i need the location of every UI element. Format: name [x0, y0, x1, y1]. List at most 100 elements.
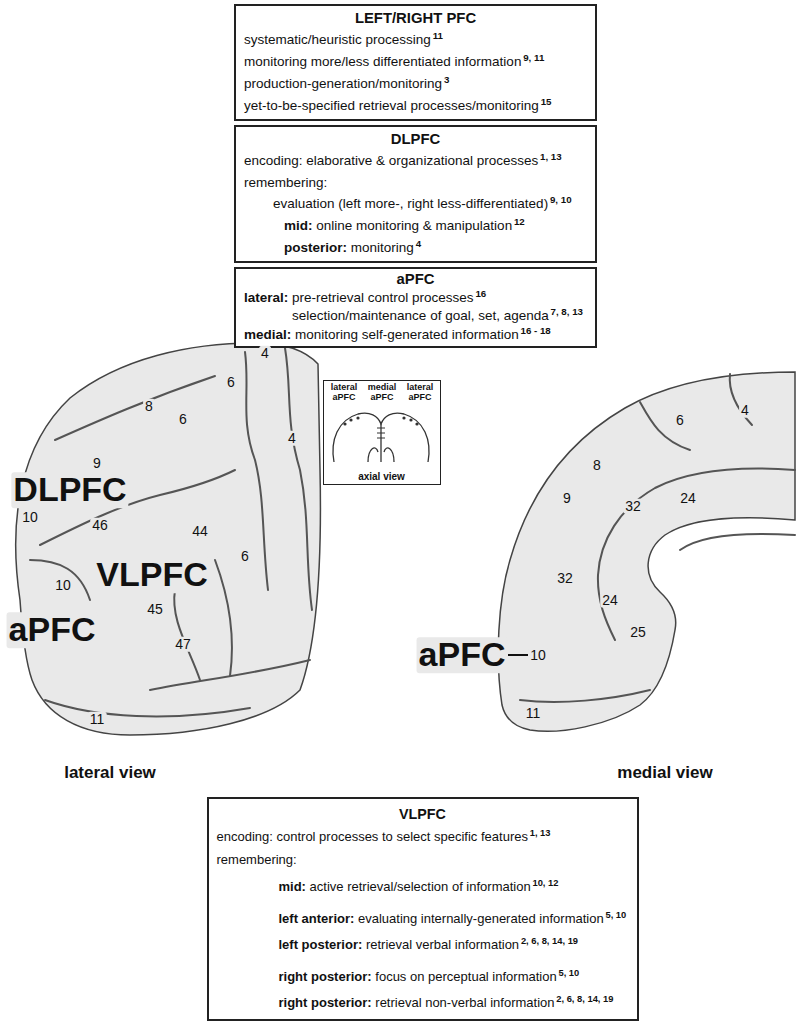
area-number: 6 — [674, 413, 686, 428]
region-label: posterior: — [284, 240, 347, 255]
region-label: mid: — [279, 879, 306, 894]
box-text: monitoring self-generated information — [295, 327, 519, 342]
area-number: 24 — [600, 593, 620, 608]
info-box: VLPFCencoding: control processes to sele… — [207, 797, 639, 1021]
axial-dot — [343, 422, 346, 425]
sulcus-line — [598, 469, 795, 640]
box-text: yet-to-be-specified retrieval processes/… — [244, 98, 539, 113]
area-number: 10 — [20, 510, 40, 525]
area-number: 6 — [177, 412, 189, 427]
area-number: 46 — [90, 518, 110, 533]
area-number: 8 — [591, 458, 603, 473]
reference-number: 3 — [444, 74, 449, 85]
sulcus-line — [55, 376, 215, 440]
reference-number: 5, 10 — [558, 968, 579, 978]
region-label: left posterior: — [279, 937, 363, 952]
axial-dot — [409, 418, 412, 421]
box-text: encoding: control processes to select sp… — [217, 829, 528, 844]
box-text: production-generation/monitoring — [244, 76, 442, 91]
area-number: 24 — [678, 491, 698, 506]
box-text: online monitoring & manipulation — [316, 218, 512, 233]
region-label: medial: — [244, 327, 291, 342]
info-box: DLPFC encoding: elaborative & organizatio… — [234, 125, 597, 263]
region-name: VLPFC — [94, 557, 209, 593]
axial-hatch — [377, 428, 385, 429]
area-number: 44 — [190, 524, 210, 539]
sulcus-line — [640, 402, 690, 450]
reference-number: 16 — [475, 288, 486, 299]
reference-number: 1, 13 — [530, 828, 551, 838]
region-label: right posterior: — [279, 995, 372, 1010]
inset-label: medial aPFC — [363, 383, 401, 403]
reference-number: 5, 10 — [605, 910, 626, 920]
area-number: 11 — [88, 712, 107, 727]
area-number: 11 — [524, 706, 543, 721]
axial-hatch — [377, 438, 385, 439]
area-number: 8 — [143, 399, 155, 414]
axial-midline — [380, 424, 381, 462]
brain-outline — [16, 343, 321, 735]
axial-outline — [333, 413, 429, 462]
sulcus-line — [30, 560, 90, 600]
reference-number: 11 — [433, 30, 443, 41]
reference-number: 1, 13 — [540, 151, 562, 162]
area-number: 10 — [53, 578, 73, 593]
axial-ventricle — [368, 448, 378, 462]
area-number: 6 — [225, 375, 237, 390]
area-number: 32 — [555, 571, 575, 586]
area-number: 25 — [628, 625, 648, 640]
leader-line — [508, 654, 528, 656]
reference-number: 4 — [416, 238, 421, 249]
box-text: active retrieval/selection of informatio… — [310, 879, 531, 894]
info-box: LEFT/RIGHT PFCsystematic/heuristic proce… — [234, 4, 597, 121]
box-text: selection/maintenance of goal, set, agen… — [292, 308, 549, 323]
box-text: monitoring — [351, 240, 414, 255]
box-text: remembering: — [217, 852, 297, 867]
box-text: retrieval non-verbal information — [375, 995, 554, 1010]
box-text: focus on perceptual information — [375, 969, 556, 984]
info-box: aPFClateral:pre-retrieval control proces… — [234, 267, 597, 348]
area-number: 4 — [286, 431, 298, 446]
box-text: pre-retrieval control processes — [292, 290, 474, 305]
area-number: 32 — [623, 499, 643, 514]
region-label: lateral: — [244, 290, 288, 305]
axial-dot — [356, 416, 359, 419]
axial-ventricle — [384, 448, 394, 462]
reference-number: 9, 10 — [550, 194, 572, 205]
reference-number: 15 — [541, 96, 552, 107]
brain-outline — [498, 372, 795, 731]
sulcus-line — [215, 560, 232, 676]
box-heading: DLPFC — [391, 131, 440, 147]
sulcus-line — [45, 700, 250, 716]
area-number: 4 — [259, 346, 271, 361]
region-name: DLPFC — [11, 472, 128, 508]
reference-number: 16 - 18 — [520, 325, 550, 336]
box-text: encoding: elaborative & organizational p… — [244, 153, 538, 168]
reference-number: 2, 6, 8, 14, 19 — [556, 994, 613, 1004]
inset-label: axial view — [324, 471, 439, 482]
sulcus-line — [730, 374, 752, 425]
area-number: 6 — [239, 549, 251, 564]
area-number: 10 — [528, 648, 548, 663]
area-number: 9 — [91, 456, 103, 471]
sulcus-line — [520, 690, 650, 702]
region-label: mid: — [284, 218, 313, 233]
view-caption: lateral view — [62, 764, 158, 782]
callosum-line — [680, 534, 795, 550]
box-text: retrieval verbal information — [366, 937, 519, 952]
box-text: remembering: — [244, 175, 327, 190]
box-text: monitoring more/less differentiated info… — [244, 54, 521, 69]
area-number: 9 — [561, 491, 573, 506]
inset-label: lateral aPFC — [401, 383, 439, 403]
reference-number: 9, 11 — [523, 52, 544, 63]
region-label: right posterior: — [279, 969, 372, 984]
axial-dot — [402, 416, 405, 419]
inset-label: lateral aPFC — [325, 383, 363, 403]
box-text: evaluation (left more-, right less-diffe… — [273, 196, 548, 211]
axial-hatch — [377, 433, 385, 434]
view-caption: medial view — [615, 764, 714, 782]
sulcus-line — [174, 590, 200, 680]
reference-number: 12 — [514, 216, 525, 227]
axial-dot — [349, 418, 352, 421]
box-text: systematic/heuristic processing — [244, 32, 431, 47]
